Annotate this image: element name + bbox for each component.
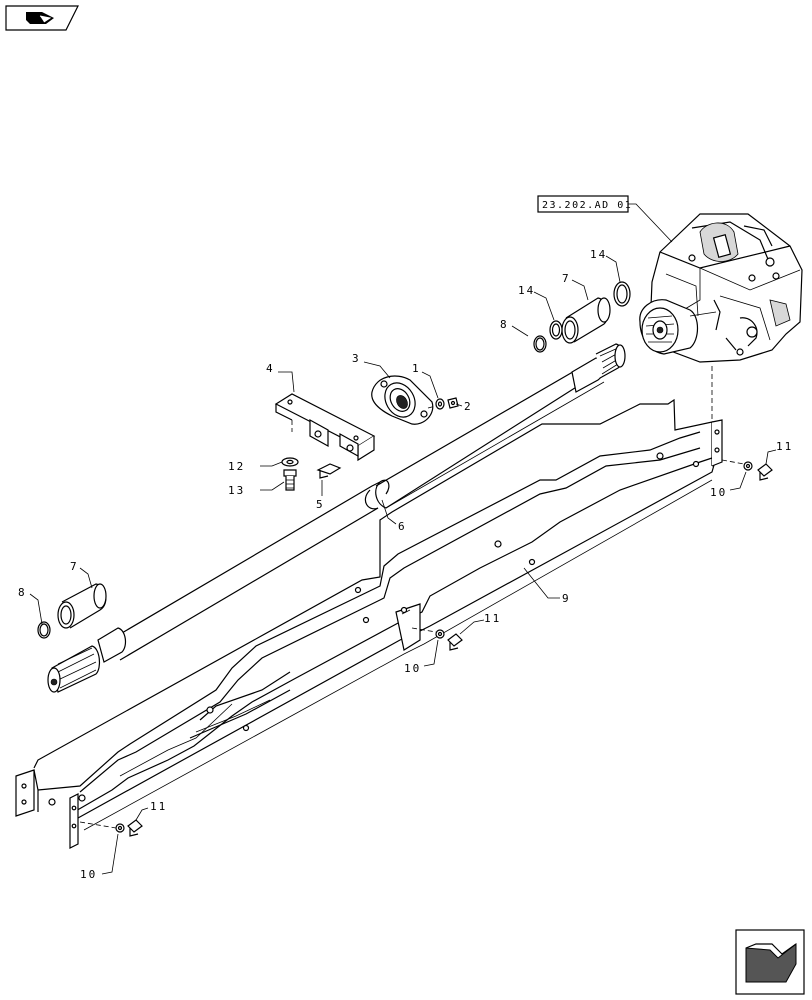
callout-12: 12	[228, 460, 245, 473]
bolt-washer-middle	[411, 627, 463, 651]
callout-5: 5	[316, 498, 325, 511]
near-bushing-set	[37, 583, 107, 639]
mounting-bracket	[274, 393, 376, 462]
callout-4: 4	[266, 362, 275, 375]
callout-7-near: 7	[70, 560, 79, 573]
callout-11-left: 11	[150, 800, 167, 813]
flange-bearing	[371, 375, 434, 425]
bolt-washer-set	[281, 397, 459, 491]
next-page-arrow-icon[interactable]	[735, 929, 805, 995]
callout-1: 1	[412, 362, 421, 375]
callout-14-near: 14	[518, 284, 535, 297]
callout-8-near: 8	[18, 586, 27, 599]
far-bushing-set	[533, 281, 631, 353]
callout-14-far: 14	[590, 248, 607, 261]
callout-2: 2	[464, 400, 473, 413]
callout-13: 13	[228, 484, 245, 497]
callout-10-right: 10	[710, 486, 727, 499]
gearbox-assembly	[639, 213, 803, 420]
callout-11-mid: 11	[484, 612, 501, 625]
leader-lines	[29, 255, 777, 875]
callout-9: 9	[562, 592, 571, 605]
drive-shaft	[47, 343, 626, 693]
callout-10-left: 10	[80, 868, 97, 881]
callout-7-far: 7	[562, 272, 571, 285]
callout-labels: 1 2 3 4 5 6 7 7 8 8 9 10 10 10 11 11 11 …	[18, 248, 793, 881]
reference-box[interactable]: 23.202.AD 01	[537, 195, 673, 243]
bolt-washer-left	[79, 819, 143, 837]
callout-10-mid: 10	[404, 662, 421, 675]
callout-8-far: 8	[500, 318, 509, 331]
channel-frame	[15, 398, 723, 849]
bolt-washer-right	[721, 459, 773, 481]
callout-6: 6	[398, 520, 407, 533]
reference-code: 23.202.AD 01	[542, 200, 632, 211]
callout-3: 3	[352, 352, 361, 365]
callout-11-right: 11	[776, 440, 793, 453]
parts-catalog-book-icon[interactable]	[5, 5, 79, 31]
